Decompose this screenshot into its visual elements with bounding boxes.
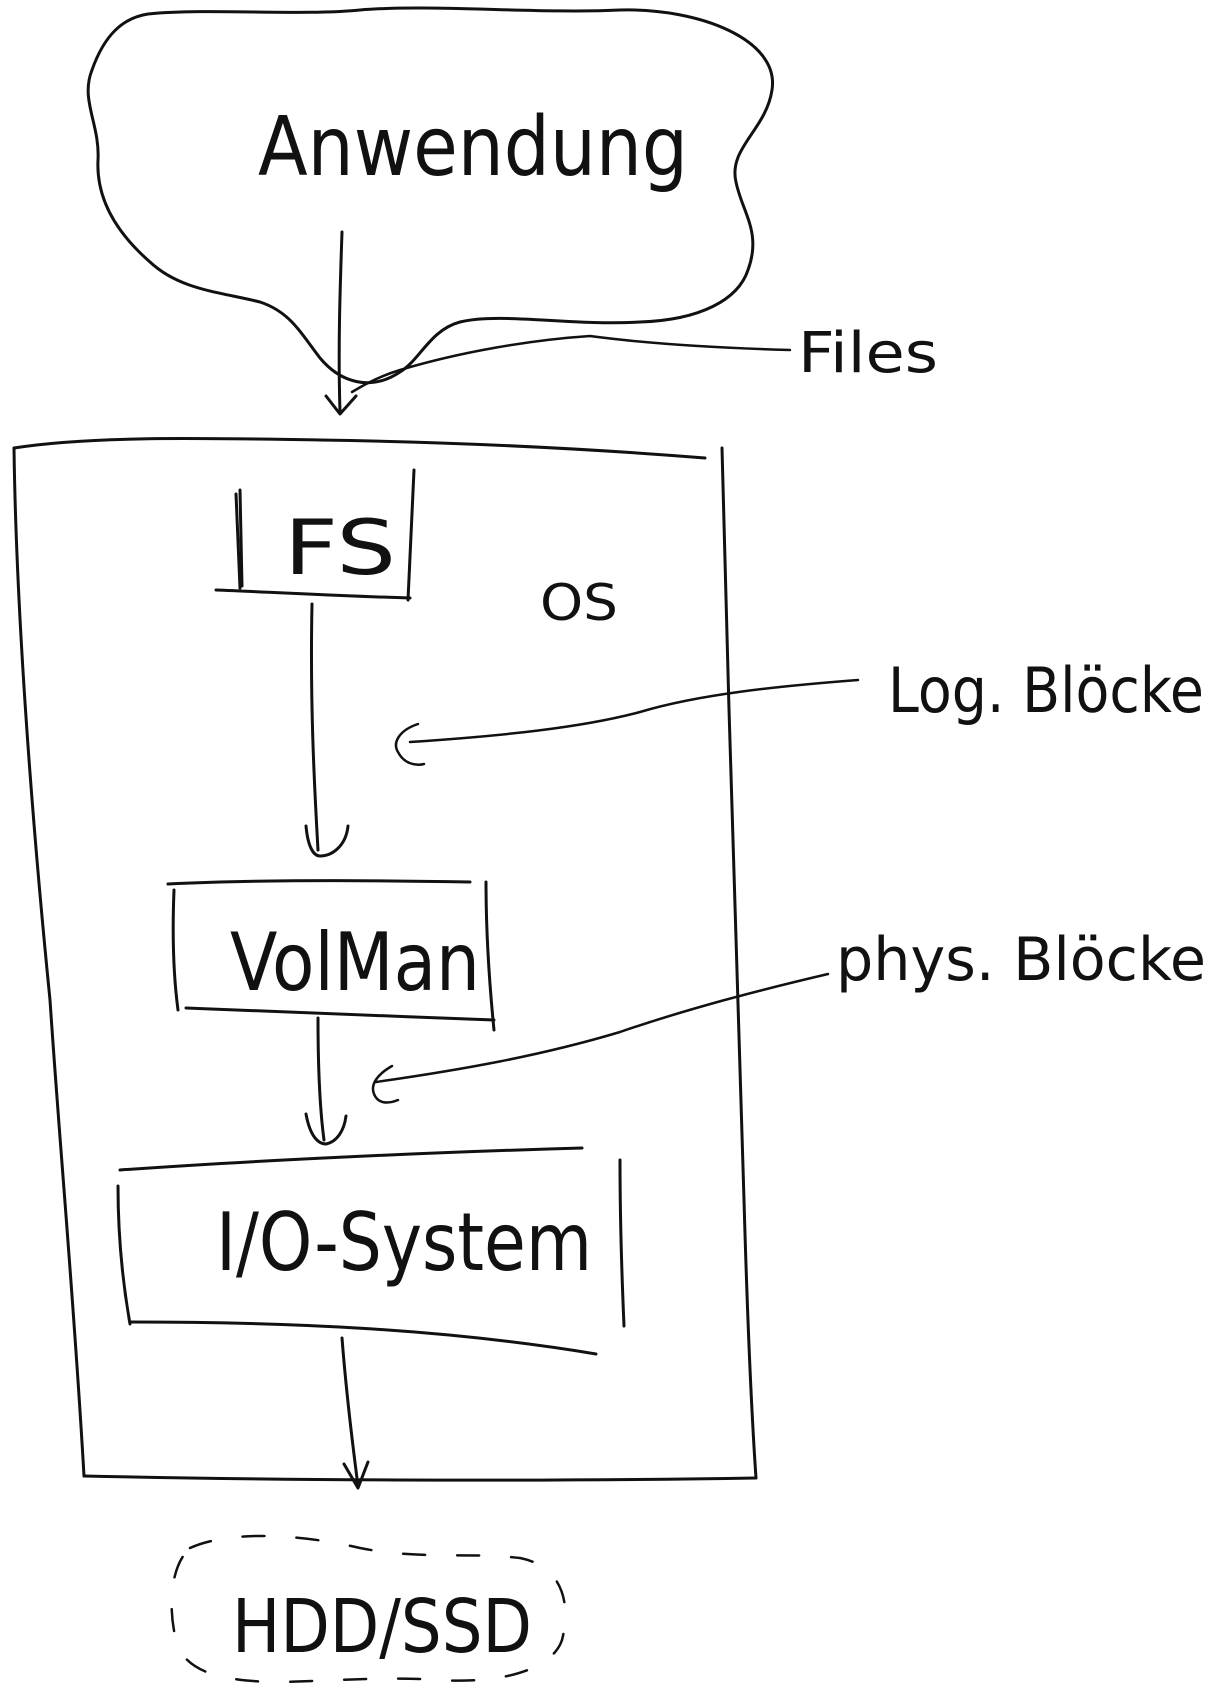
storage-dashed-outline bbox=[170, 1534, 567, 1684]
io-system-label: I/O-System bbox=[216, 1196, 592, 1289]
volume-manager-label: VolMan bbox=[230, 916, 480, 1009]
arrowhead-os-entry bbox=[324, 394, 358, 416]
arrowhead-io bbox=[304, 1112, 348, 1146]
storage-node: HDD/SSD bbox=[170, 1534, 567, 1684]
os-node: OS bbox=[12, 436, 758, 1482]
logical-blocks-annotation: Log. Blöcke bbox=[394, 654, 1204, 766]
files-annotation: Files bbox=[350, 321, 938, 394]
arrow-application-to-os bbox=[324, 230, 358, 416]
application-node: Anwendung bbox=[86, 6, 774, 385]
arrowhead-volman bbox=[304, 824, 350, 858]
application-cloud-outline bbox=[86, 6, 774, 385]
filesystem-node: FS bbox=[214, 468, 416, 602]
physical-blocks-label: phys. Blöcke bbox=[836, 925, 1206, 995]
os-frame-top bbox=[12, 436, 707, 460]
logical-blocks-arrowhead bbox=[394, 722, 426, 766]
os-frame-right bbox=[720, 446, 758, 1480]
os-frame-left bbox=[12, 446, 86, 1478]
os-label: OS bbox=[540, 574, 618, 632]
arrow-io-to-storage bbox=[340, 1336, 370, 1490]
logical-blocks-label: Log. Blöcke bbox=[888, 654, 1204, 727]
arrowhead-storage bbox=[342, 1460, 370, 1490]
physical-blocks-arrowhead bbox=[371, 1064, 400, 1104]
storage-label: HDD/SSD bbox=[232, 1584, 532, 1670]
arrow-fs-to-volman bbox=[304, 602, 350, 858]
io-system-node: I/O-System bbox=[116, 1146, 626, 1356]
files-pointer-line bbox=[350, 334, 792, 394]
os-frame-bottom bbox=[82, 1474, 758, 1482]
arrow-volman-to-io bbox=[304, 1016, 348, 1146]
files-label: Files bbox=[798, 321, 938, 386]
filesystem-label: FS bbox=[284, 503, 396, 592]
application-label: Anwendung bbox=[258, 100, 688, 195]
volume-manager-node: VolMan bbox=[166, 879, 496, 1032]
physical-blocks-pointer bbox=[374, 972, 830, 1084]
logical-blocks-pointer bbox=[408, 678, 860, 744]
physical-blocks-annotation: phys. Blöcke bbox=[371, 925, 1206, 1104]
